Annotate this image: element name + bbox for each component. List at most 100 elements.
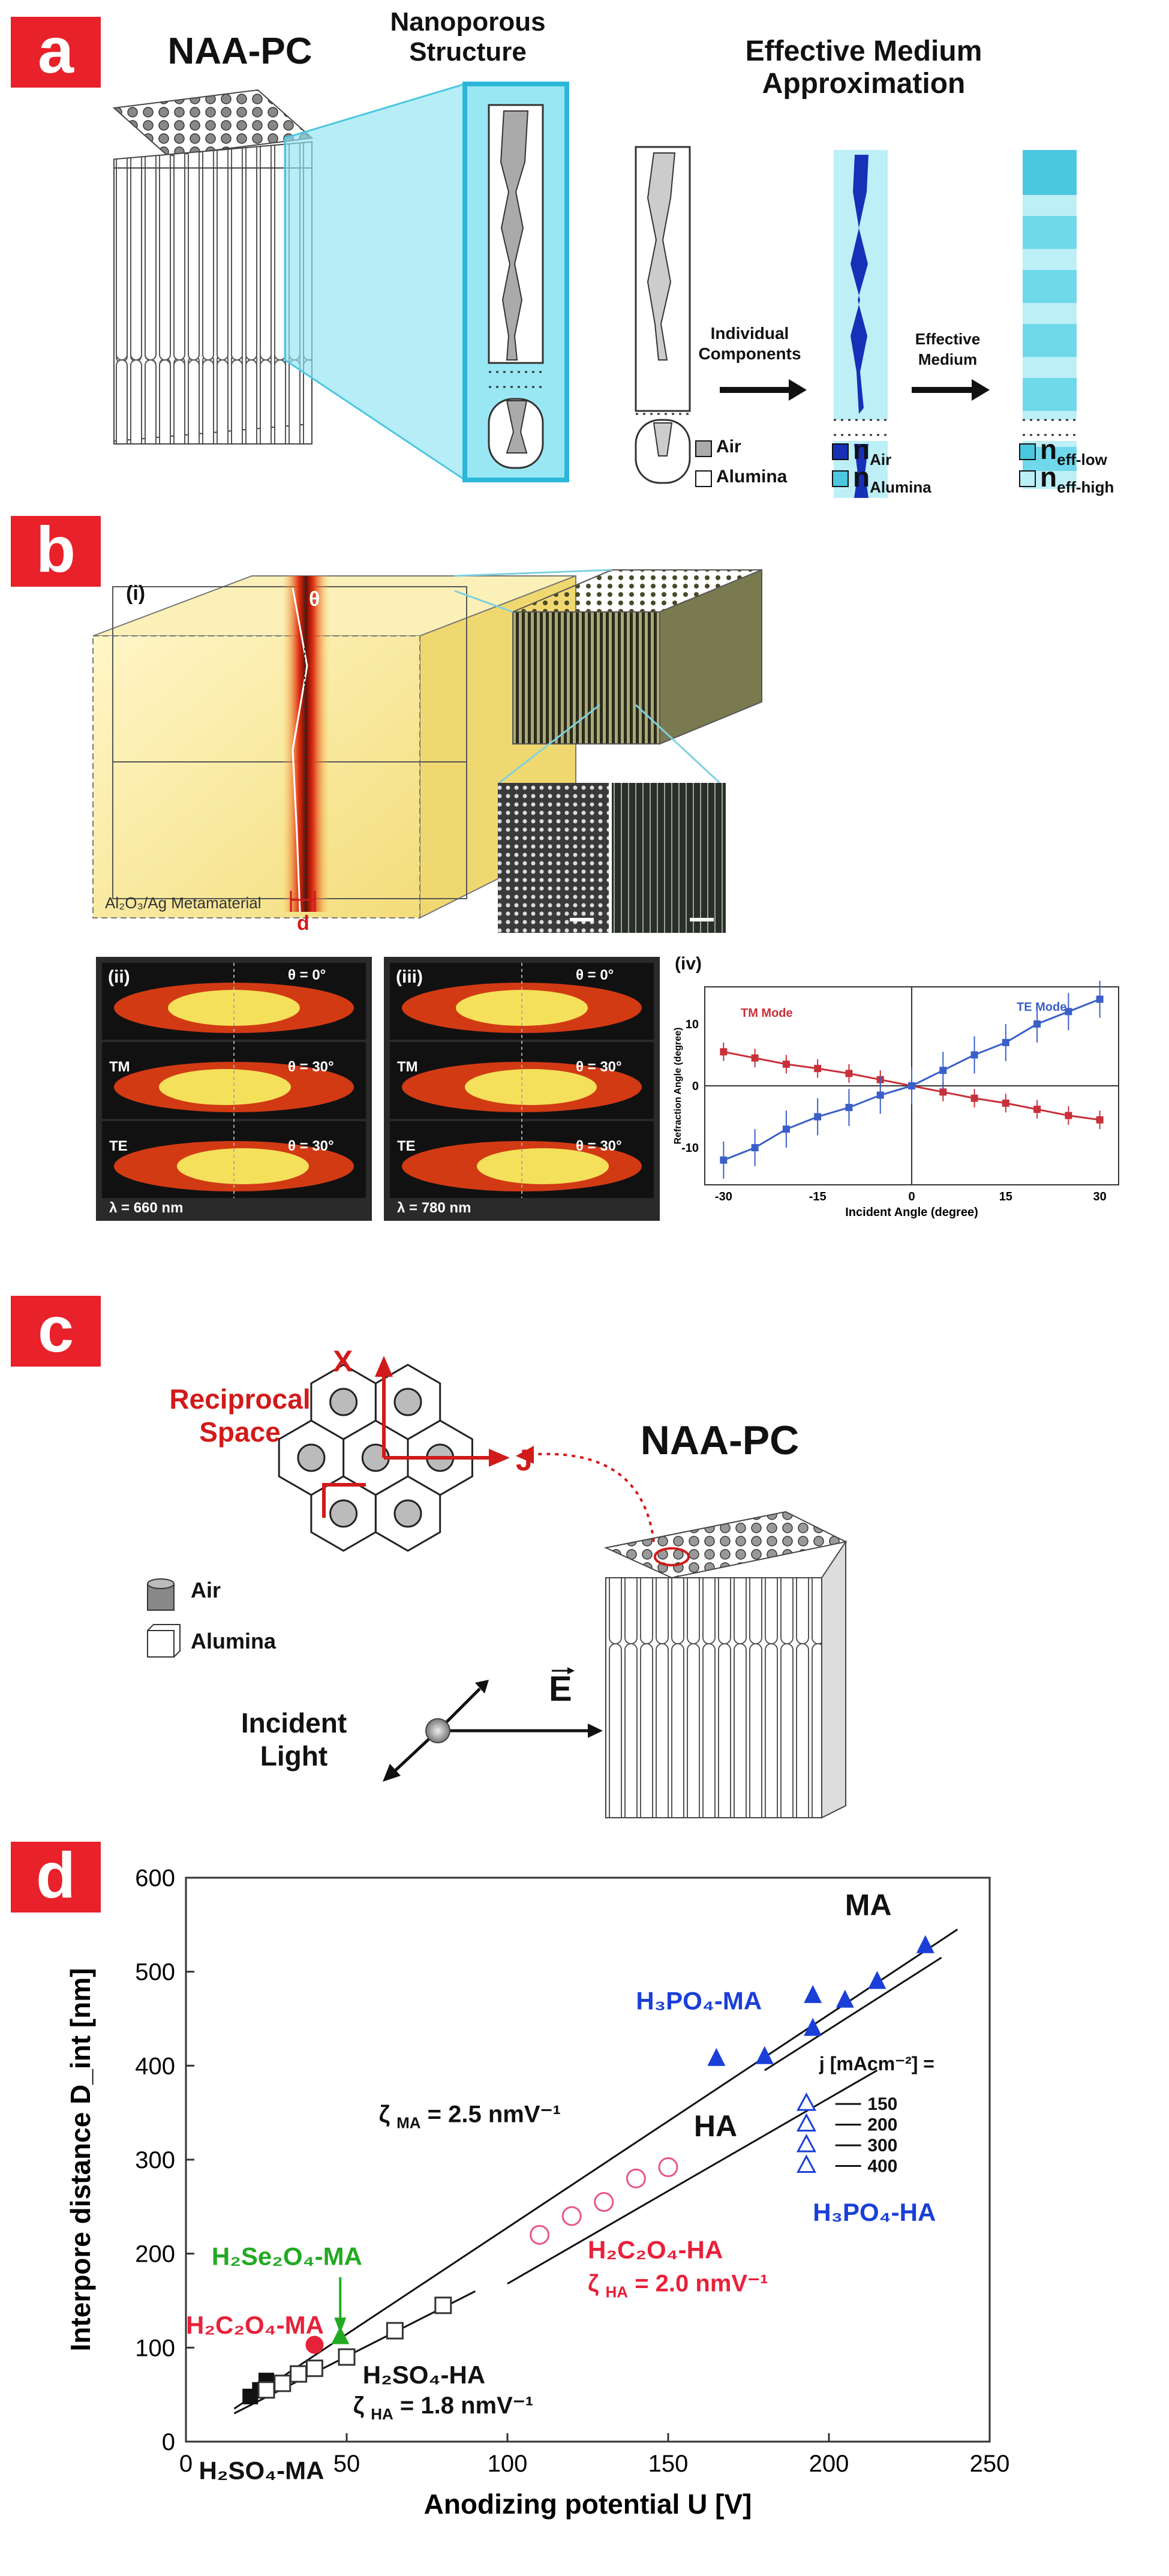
label-j-header: j [mAcm⁻²] = bbox=[819, 2053, 934, 2074]
panel-b-label: b bbox=[11, 516, 101, 587]
data-point bbox=[561, 2206, 582, 2226]
nanoporous-title-line1: Nanoporous bbox=[390, 7, 546, 37]
d-label: d bbox=[297, 912, 309, 935]
label-h2c2o4-ma: H₂C₂O₄-MA bbox=[186, 2311, 324, 2339]
sem-side-view bbox=[612, 783, 726, 933]
legend-air-cylinder bbox=[147, 1578, 175, 1611]
label-h2so4-ma: H₂SO₄-MA bbox=[199, 2457, 324, 2485]
arrow1-label-line1: Individual bbox=[710, 324, 789, 343]
e-field-label: E bbox=[549, 1670, 572, 1709]
x-axis-label: X bbox=[333, 1344, 353, 1378]
chart-iv-xtick: 15 bbox=[999, 1190, 1012, 1203]
naa-pc-title: NAA-PC bbox=[167, 31, 312, 72]
chart-iv-point bbox=[720, 1048, 728, 1056]
incident-line1: Incident bbox=[241, 1707, 347, 1739]
effective-medium-column bbox=[1023, 150, 1077, 489]
y-tick-label: 300 bbox=[135, 2147, 175, 2173]
panel-c-diagram bbox=[147, 1356, 848, 1819]
te-ii: TE bbox=[109, 1138, 128, 1154]
label-zeta-ha-2: ζ HA = 2.0 nmV⁻¹ bbox=[588, 2270, 768, 2301]
data-point bbox=[257, 2381, 275, 2399]
theta0-ii: θ = 0° bbox=[288, 967, 326, 983]
panel-b: b bbox=[0, 498, 1169, 1278]
chart-iv-point bbox=[908, 1082, 915, 1089]
chart-iv-ylabel: Refraction Angle (degree) bbox=[673, 1028, 683, 1145]
x-tick-label: 50 bbox=[333, 2451, 360, 2477]
incident-line2: Light bbox=[260, 1740, 328, 1772]
metamaterial-block bbox=[92, 575, 576, 919]
data-point bbox=[338, 2348, 356, 2366]
reciprocal-line1: Reciprocal bbox=[169, 1383, 311, 1415]
panel-a: a NAA-PC Nanoporous Structure Effective … bbox=[0, 0, 1169, 498]
chart-iv-point bbox=[1033, 1106, 1041, 1113]
arrow2-label-line2: Medium bbox=[918, 350, 978, 368]
data-point bbox=[868, 1971, 886, 1989]
chart-iv-point bbox=[751, 1054, 759, 1062]
chart-iv-point bbox=[1002, 1038, 1009, 1046]
data-point bbox=[916, 1935, 934, 1953]
j-legend-triangle bbox=[796, 2113, 816, 2132]
data-point bbox=[530, 2224, 550, 2245]
chart-iv-point bbox=[814, 1065, 822, 1073]
panel-a-label: a bbox=[11, 17, 101, 88]
chart-iv-point bbox=[970, 1051, 978, 1059]
chart-iv-xlabel: Incident Angle (degree) bbox=[845, 1206, 978, 1219]
hex-pore bbox=[297, 1443, 326, 1472]
data-point bbox=[626, 2168, 646, 2188]
y-tick-label: 0 bbox=[162, 2429, 175, 2455]
chart-iv-point bbox=[1065, 1112, 1072, 1119]
y-tick-label: 100 bbox=[135, 2335, 175, 2361]
panel-c: c bbox=[0, 1284, 1169, 1824]
y-tick-label: 500 bbox=[135, 1959, 175, 1986]
j-legend-triangle bbox=[796, 2092, 816, 2111]
theta30-ii-te: θ = 30° bbox=[288, 1138, 334, 1154]
chart-iv-series-label: TE Mode bbox=[1017, 1001, 1066, 1014]
data-point bbox=[305, 2359, 323, 2377]
tm-ii: TM bbox=[109, 1059, 130, 1075]
data-point bbox=[804, 2017, 822, 2036]
theta30-iii-te: θ = 30° bbox=[576, 1138, 622, 1154]
fit-line bbox=[507, 2069, 878, 2285]
data-point bbox=[331, 2326, 350, 2344]
chart-iv-point bbox=[782, 1125, 790, 1133]
te-iii: TE bbox=[397, 1138, 416, 1154]
label-h2se2o4-ma: H₂Se₂O₄-MA bbox=[212, 2242, 362, 2270]
theta30-iii-tm: θ = 30° bbox=[576, 1059, 622, 1075]
x-tick-label: 100 bbox=[488, 2451, 528, 2477]
data-point bbox=[836, 1989, 854, 2008]
chart-iv-point bbox=[720, 1156, 728, 1164]
reciprocal-line2: Space bbox=[199, 1416, 281, 1448]
x-tick-label: 250 bbox=[970, 2451, 1010, 2477]
hexagonal-lattice bbox=[278, 1364, 473, 1552]
fit-line bbox=[233, 1928, 958, 2410]
chart-iv-point bbox=[845, 1070, 853, 1077]
x-tick-label: 150 bbox=[648, 2451, 689, 2477]
ema-title-line2: Approximation bbox=[762, 68, 966, 100]
chart-iv-xtick: -15 bbox=[809, 1190, 827, 1203]
zoomed-pore bbox=[488, 104, 544, 469]
sub-ii-label: (ii) bbox=[108, 967, 130, 987]
dotted-link-arrow bbox=[527, 1452, 655, 1542]
lambda-iii: λ = 780 nm bbox=[397, 1200, 471, 1216]
naa-block bbox=[112, 89, 314, 445]
j-legend-value: 150 bbox=[867, 2094, 897, 2114]
label-zeta-ha-18: ζ HA = 1.8 nmV⁻¹ bbox=[353, 2392, 534, 2423]
chart-iv-point bbox=[1096, 995, 1104, 1003]
chart-iv-ytick: 0 bbox=[692, 1080, 699, 1093]
legend-n-alumina: nAlumina bbox=[853, 461, 931, 497]
fit-line-h3po4-ha bbox=[764, 1956, 942, 2071]
y-tick-label: 200 bbox=[135, 2241, 175, 2268]
chart-iv-xtick: -30 bbox=[715, 1190, 732, 1203]
theta-label: θ bbox=[309, 588, 320, 611]
legend-alumina-label: Alumina bbox=[191, 1629, 277, 1653]
label-h3po4-ha: H₃PO₄-HA bbox=[813, 2198, 936, 2226]
chart-iv-ytick: -10 bbox=[681, 1142, 699, 1155]
legend-alumina-cube bbox=[147, 1624, 181, 1658]
field-panels-iii bbox=[384, 957, 660, 1221]
data-point bbox=[594, 2192, 614, 2212]
field-panels-ii bbox=[96, 957, 372, 1221]
theta30-ii-tm: θ = 30° bbox=[288, 1059, 334, 1075]
sub-iii-label: (iii) bbox=[396, 967, 423, 987]
